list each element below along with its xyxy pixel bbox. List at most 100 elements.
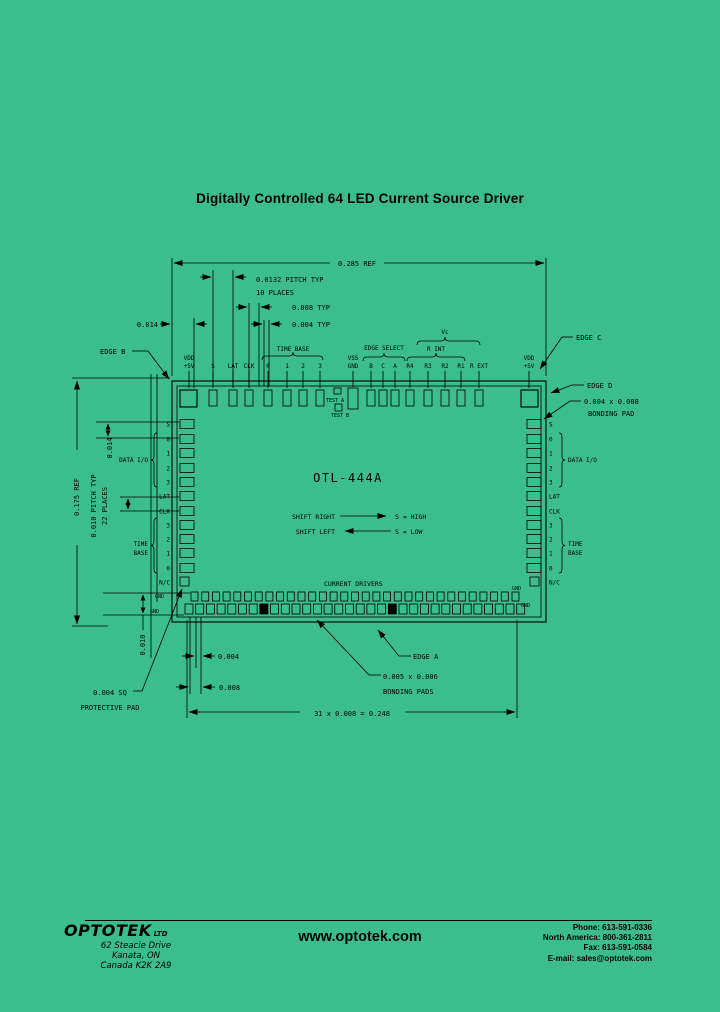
side-bond-pad <box>179 491 195 501</box>
part-number: OTL-444A <box>313 471 383 485</box>
current-driver-pad <box>447 591 456 602</box>
current-drivers-label: CURRENT DRIVERS <box>324 580 383 588</box>
dim-left-pitch-places: 22 PLACES <box>101 487 109 525</box>
side-bond-pad <box>526 434 542 444</box>
edge-b-label: EDGE B <box>100 348 125 356</box>
group-label-data-io-left: DATA I/O <box>119 457 148 464</box>
current-driver-pad <box>329 591 338 602</box>
current-driver-pad <box>190 591 199 602</box>
bottom-bond-pad <box>216 603 226 615</box>
top-bond-pad <box>390 389 400 407</box>
left-pin-label: 3 <box>166 523 170 530</box>
gnd-label-left-inner: GND <box>155 594 164 600</box>
pin-label-tb0: 0 <box>266 363 270 370</box>
top-bond-pad <box>282 389 292 407</box>
side-bond-pad <box>529 576 540 587</box>
pin-label-vdd-right2: +5V <box>524 363 535 370</box>
side-bond-pad <box>179 463 195 473</box>
right-pin-label: 3 <box>549 523 553 530</box>
pin-label-a: A <box>393 363 397 370</box>
pin-label-s-top: S <box>211 363 215 370</box>
left-pin-label: N/C <box>159 580 170 587</box>
fax-number: Fax: 613-591-0584 <box>583 943 653 953</box>
dim-pad-width: 0.004 <box>218 653 239 661</box>
pin-label-b: B <box>369 363 373 370</box>
current-driver-pad <box>393 591 402 602</box>
gnd-label-right-outer: GND <box>521 603 530 609</box>
bottom-bond-pad <box>323 603 333 615</box>
address-line: 62 Steacie Drive <box>100 941 172 951</box>
top-bond-pad <box>456 389 466 407</box>
footer-rule <box>85 920 652 921</box>
bottom-bond-pad <box>516 603 526 615</box>
current-driver-pad <box>265 591 274 602</box>
current-driver-pad <box>308 591 317 602</box>
tollfree-number: North America: 800-361-2811 <box>542 933 652 943</box>
side-bond-pad <box>179 477 195 487</box>
dim-top-pitch: 0.0132 PITCH TYP <box>256 276 323 284</box>
bottom-bond-pad <box>227 603 237 615</box>
company-suffix: LTD <box>153 930 168 938</box>
test-b-label: TEST B <box>331 413 349 419</box>
left-pin-label: CLK <box>159 509 170 516</box>
protective-pad-label-2: PROTECTIVE PAD <box>80 704 139 712</box>
current-driver-pad <box>468 591 477 602</box>
top-bond-pad <box>378 389 388 407</box>
time-base-brace-left <box>150 517 158 574</box>
side-bond-pad <box>179 520 195 530</box>
pin-label-c: C <box>381 363 385 370</box>
bottom-bond-pad <box>345 603 354 615</box>
bottom-bond-pad <box>441 603 451 615</box>
top-bond-pad <box>366 389 376 407</box>
phone-number: Phone: 613-591-0336 <box>572 923 652 932</box>
top-bond-pad <box>423 389 433 407</box>
r-int-brace <box>406 352 466 362</box>
edge-d-label: EDGE D <box>587 382 612 390</box>
time-base-brace-right <box>558 517 566 574</box>
bottom-bond-pad <box>419 603 429 615</box>
side-bond-pad <box>179 434 195 444</box>
left-pin-label: 1 <box>166 451 170 458</box>
dim-bottom-010: 0.010 <box>139 634 147 655</box>
top-bond-pad <box>263 389 273 407</box>
right-pin-label: 0 <box>549 566 553 573</box>
current-driver-pad <box>415 591 424 602</box>
shift-right-state: S = HIGH <box>395 513 426 521</box>
bottom-bond-pad <box>452 603 461 615</box>
top-pad-row <box>208 371 484 407</box>
current-driver-pad <box>372 591 381 602</box>
pin-label-r2: R2 <box>441 363 449 370</box>
bottom-bond-pad <box>430 603 440 615</box>
bottom-bond-pad <box>302 603 312 615</box>
current-driver-pad <box>479 591 488 602</box>
left-pin-label: 0 <box>166 437 170 444</box>
left-pin-label: 2 <box>166 537 170 544</box>
drawing-lines <box>72 258 584 718</box>
protective-pad-label-1: 0.004 SQ <box>93 689 127 697</box>
side-bond-pad <box>526 419 542 429</box>
current-driver-pad <box>233 591 242 602</box>
right-pin-label: S <box>549 422 553 429</box>
side-bond-pad <box>526 448 542 458</box>
page-title: Digitally Controlled 64 LED Current Sour… <box>196 191 524 206</box>
current-driver-pad <box>318 591 327 602</box>
current-driver-pad <box>500 591 509 602</box>
right-pad-column <box>526 419 542 587</box>
bottom-bond-pad <box>494 603 504 615</box>
bottom-bond-pad <box>184 603 194 615</box>
bottom-bond-pad <box>291 603 301 615</box>
dim-left-014: 0.014 <box>106 437 114 458</box>
current-driver-pad <box>490 591 499 602</box>
bottom-bond-pad <box>484 603 494 615</box>
top-bond-pad <box>405 389 415 407</box>
right-pin-label: 2 <box>549 466 553 473</box>
top-bond-pad <box>208 389 218 407</box>
side-bond-pad <box>179 563 195 573</box>
current-driver-pad <box>276 591 285 602</box>
current-driver-pad <box>286 591 295 602</box>
bottom-bond-pad <box>280 603 290 615</box>
bottom-bond-pad <box>312 603 322 615</box>
